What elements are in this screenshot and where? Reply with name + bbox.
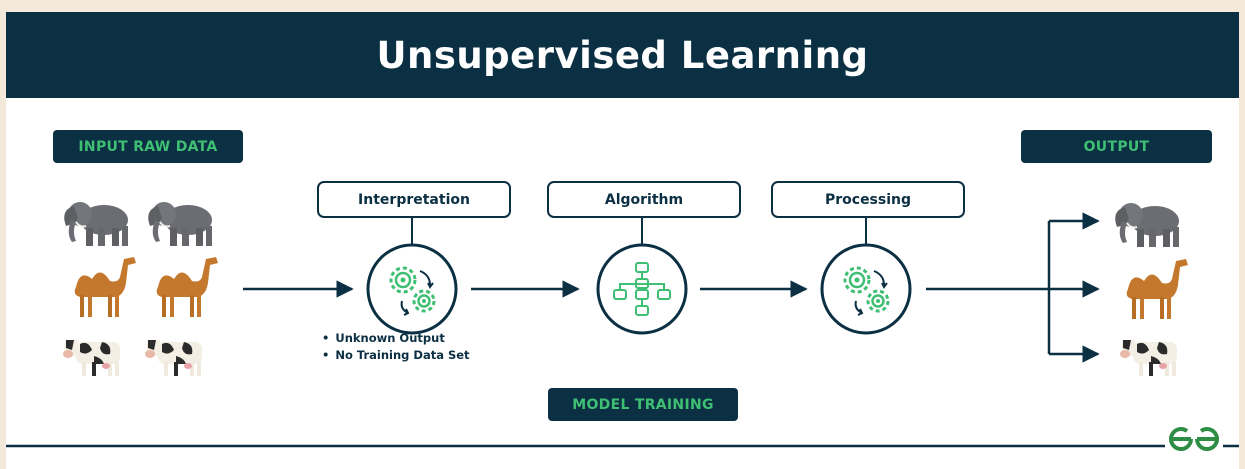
step-processing-box: Processing — [771, 181, 965, 218]
step-algorithm-box: Algorithm — [547, 181, 741, 218]
input-raw-data-tag: INPUT RAW DATA — [53, 130, 243, 163]
header-bar: Unsupervised Learning — [6, 12, 1239, 98]
step-interpretation-box: Interpretation — [317, 181, 511, 218]
page-title: Unsupervised Learning — [376, 33, 869, 77]
note-item: No Training Data Set — [322, 347, 469, 364]
elephant-icon — [147, 201, 213, 247]
cow-icon — [63, 340, 120, 376]
elephant-icon — [63, 201, 129, 247]
elephant-icon — [1114, 202, 1180, 248]
notes-list: Unknown Output No Training Data Set — [322, 330, 470, 364]
logo-icon — [1169, 427, 1219, 451]
camel-icon — [74, 257, 136, 317]
camel-icon — [156, 257, 218, 317]
cow-icon — [145, 340, 202, 376]
output-tag: OUTPUT — [1021, 130, 1212, 163]
camel-icon — [1126, 259, 1188, 319]
model-training-tag: MODEL TRAINING — [548, 388, 738, 421]
note-item: Unknown Output — [322, 330, 470, 347]
cow-icon — [1120, 340, 1177, 376]
logo — [1165, 421, 1223, 457]
